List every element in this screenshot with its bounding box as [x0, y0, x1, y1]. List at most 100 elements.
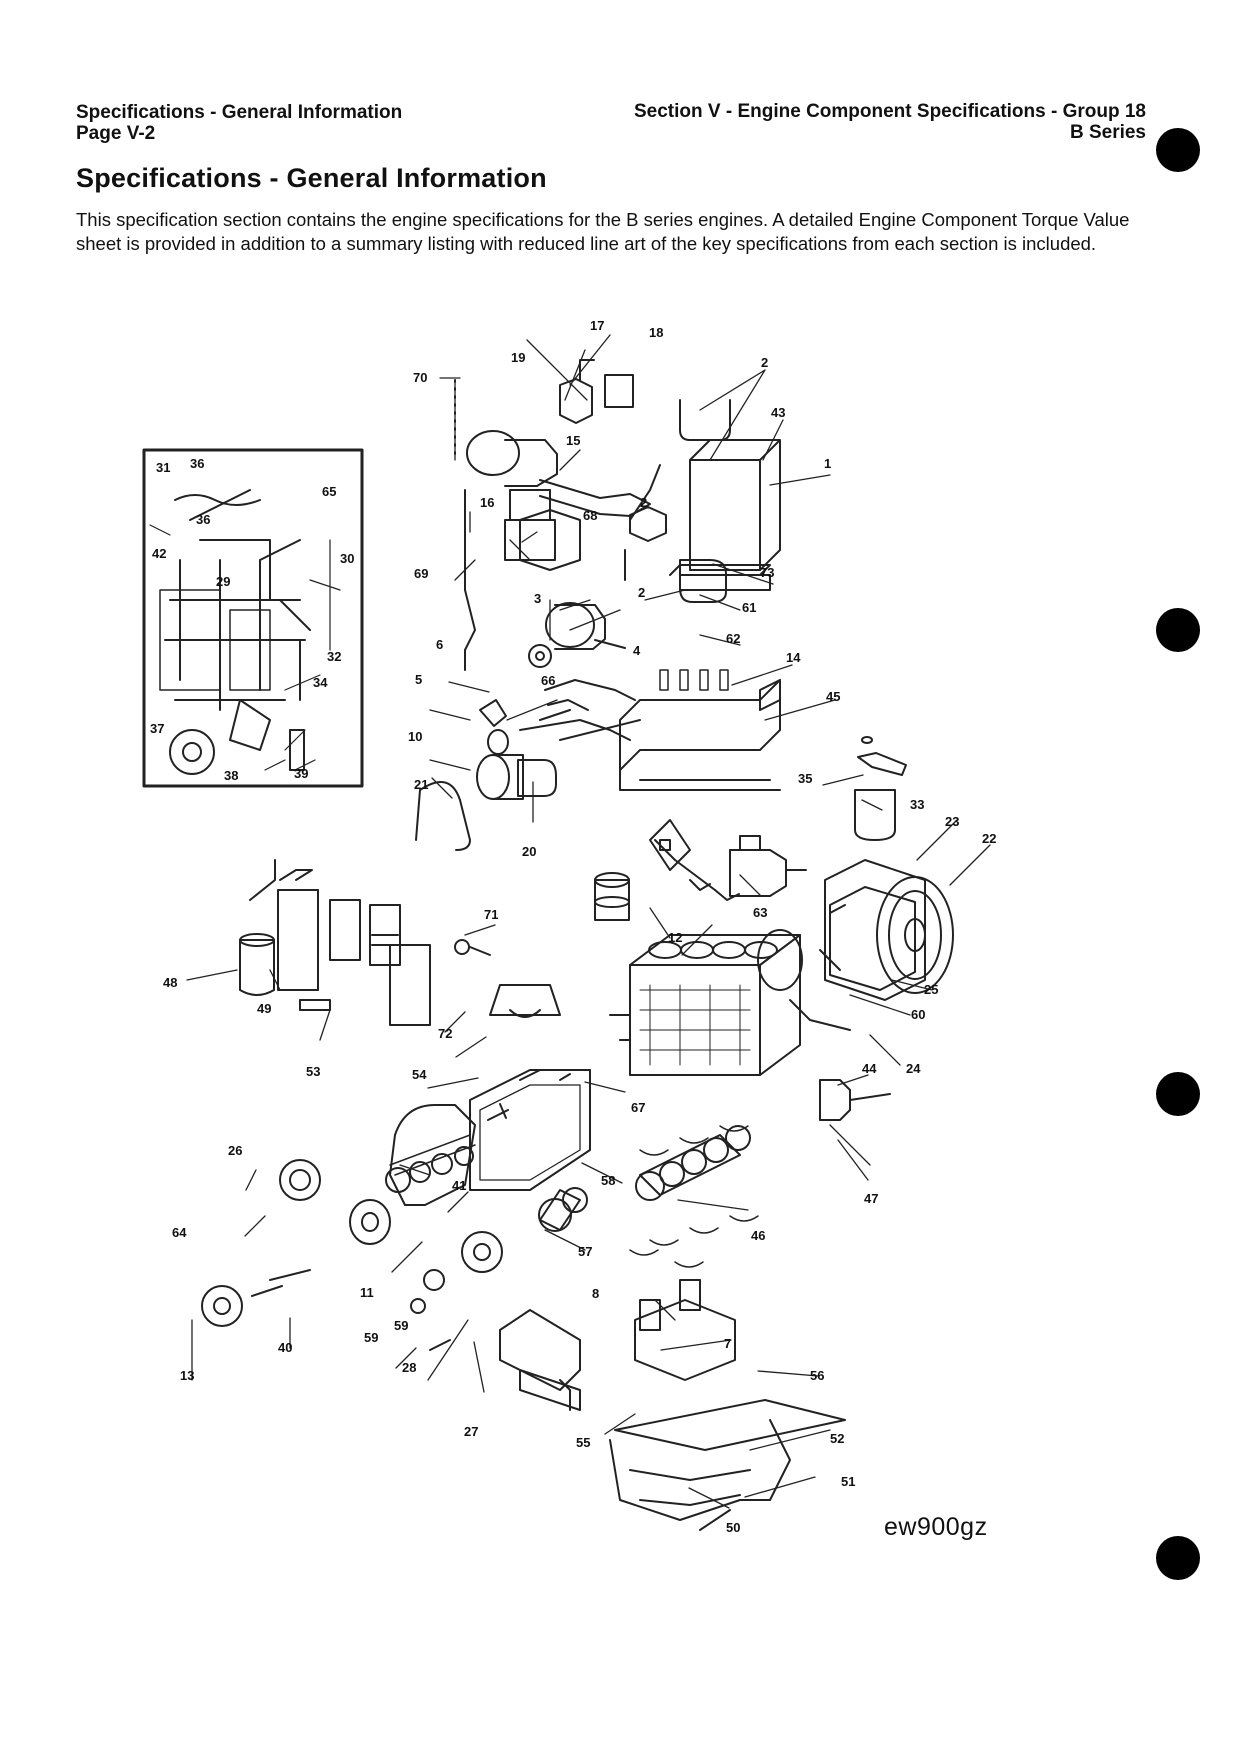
callout-18: 18 — [649, 325, 663, 340]
starter-group — [594, 835, 807, 921]
running-header-left: Specifications - General Information Pag… — [76, 102, 402, 144]
callout-55: 55 — [576, 1435, 590, 1450]
callout-21: 21 — [414, 777, 428, 792]
callout-30: 30 — [340, 551, 354, 566]
callout-35: 35 — [798, 771, 812, 786]
callout-46: 46 — [751, 1228, 765, 1243]
callout-53: 53 — [306, 1064, 320, 1079]
running-header-right: Section V - Engine Component Specificati… — [634, 101, 1146, 143]
fuel-filter-group — [759, 679, 907, 841]
callout-44: 44 — [862, 1061, 877, 1076]
page-title: Specifications - General Information — [76, 163, 547, 193]
callout-7: 7 — [724, 1336, 731, 1351]
callout-37: 37 — [150, 721, 164, 736]
callout-65: 65 — [322, 484, 336, 499]
callout-48: 48 — [163, 975, 177, 990]
callout-40: 40 — [278, 1340, 292, 1355]
front-support-group — [499, 1279, 736, 1411]
binder-hole-marker — [1156, 608, 1200, 652]
callout-29: 29 — [216, 574, 230, 589]
camshaft-group — [385, 1103, 509, 1193]
callout-71: 71 — [484, 907, 498, 922]
alternator-group — [528, 602, 626, 668]
callout-61: 61 — [742, 600, 756, 615]
callout-3: 3 — [534, 591, 541, 606]
binder-hole-marker — [1156, 1536, 1200, 1580]
callout-28: 28 — [402, 1360, 416, 1375]
callout-66: 66 — [541, 673, 555, 688]
callout-24: 24 — [906, 1061, 921, 1076]
callout-59: 59 — [364, 1330, 378, 1345]
callout-31: 31 — [156, 460, 170, 475]
callout-39: 39 — [294, 766, 308, 781]
callout-58: 58 — [601, 1173, 615, 1188]
header-series: B Series — [1069, 122, 1146, 143]
fuel-system-inset — [142, 448, 364, 788]
callout-42: 42 — [152, 546, 166, 561]
callout-56: 56 — [810, 1368, 824, 1383]
callout-63: 63 — [753, 905, 767, 920]
callout-23: 23 — [945, 814, 959, 829]
callout-22: 22 — [982, 831, 996, 846]
callout-36: 36 — [190, 456, 204, 471]
callout-16: 16 — [480, 495, 494, 510]
callout-47: 47 — [864, 1191, 878, 1206]
callout-1: 1 — [824, 456, 831, 471]
callout-25: 25 — [924, 982, 938, 997]
callout-43: 43 — [771, 405, 785, 420]
timing-gears-group — [410, 1187, 588, 1351]
header-group-title: Section V - Engine Component Specificati… — [634, 101, 1146, 122]
callout-33: 33 — [910, 797, 924, 812]
callout-14: 14 — [786, 650, 801, 665]
callout-69: 69 — [414, 566, 428, 581]
gear-housing-group — [201, 1069, 591, 1327]
callout-17: 17 — [590, 318, 604, 333]
piston-rod-group — [454, 819, 691, 1018]
callout-34: 34 — [313, 675, 328, 690]
header-section-title: Specifications - General Information — [76, 102, 403, 123]
binder-hole-marker — [1156, 1072, 1200, 1116]
callout-36: 36 — [196, 512, 210, 527]
callout-38: 38 — [224, 768, 238, 783]
cylinder-head-group — [539, 399, 781, 791]
callout-52: 52 — [830, 1431, 844, 1446]
crankshaft-group — [629, 1125, 759, 1268]
callout-45: 45 — [826, 689, 840, 704]
leader-lines — [186, 334, 991, 1509]
binder-hole-marker — [1156, 128, 1200, 172]
callout-8: 8 — [592, 1286, 599, 1301]
callout-10: 10 — [408, 729, 422, 744]
callout-11: 11 — [360, 1285, 374, 1300]
callout-62: 62 — [726, 631, 740, 646]
callout-49: 49 — [257, 1001, 271, 1016]
callout-64: 64 — [172, 1225, 187, 1240]
callout-2: 2 — [761, 355, 768, 370]
callout-60: 60 — [911, 1007, 925, 1022]
callout-57: 57 — [578, 1244, 592, 1259]
intro-paragraph: This specification section contains the … — [76, 209, 1130, 254]
callout-12: 12 — [668, 930, 682, 945]
callout-59: 59 — [394, 1318, 408, 1333]
engine-block — [609, 929, 891, 1121]
callout-13: 13 — [180, 1368, 194, 1383]
header-page-number: Page V-2 — [76, 123, 156, 144]
oil-pan-group — [609, 1399, 846, 1531]
callout-72: 72 — [438, 1026, 452, 1041]
callout-41: 41 — [452, 1178, 466, 1193]
callout-2: 2 — [640, 495, 647, 510]
callout-51: 51 — [841, 1474, 855, 1489]
callout-68: 68 — [583, 508, 597, 523]
callout-26: 26 — [228, 1143, 242, 1158]
callout-54: 54 — [412, 1067, 427, 1082]
callout-32: 32 — [327, 649, 341, 664]
callout-67: 67 — [631, 1100, 645, 1115]
callout-70: 70 — [413, 370, 427, 385]
callout-50: 50 — [726, 1520, 740, 1535]
callout-20: 20 — [522, 844, 536, 859]
callout-2: 2 — [638, 585, 645, 600]
water-pump-belt-group — [415, 679, 636, 851]
callout-5: 5 — [415, 672, 422, 687]
callout-27: 27 — [464, 1424, 478, 1439]
figure-id: ew900gz — [884, 1513, 988, 1541]
